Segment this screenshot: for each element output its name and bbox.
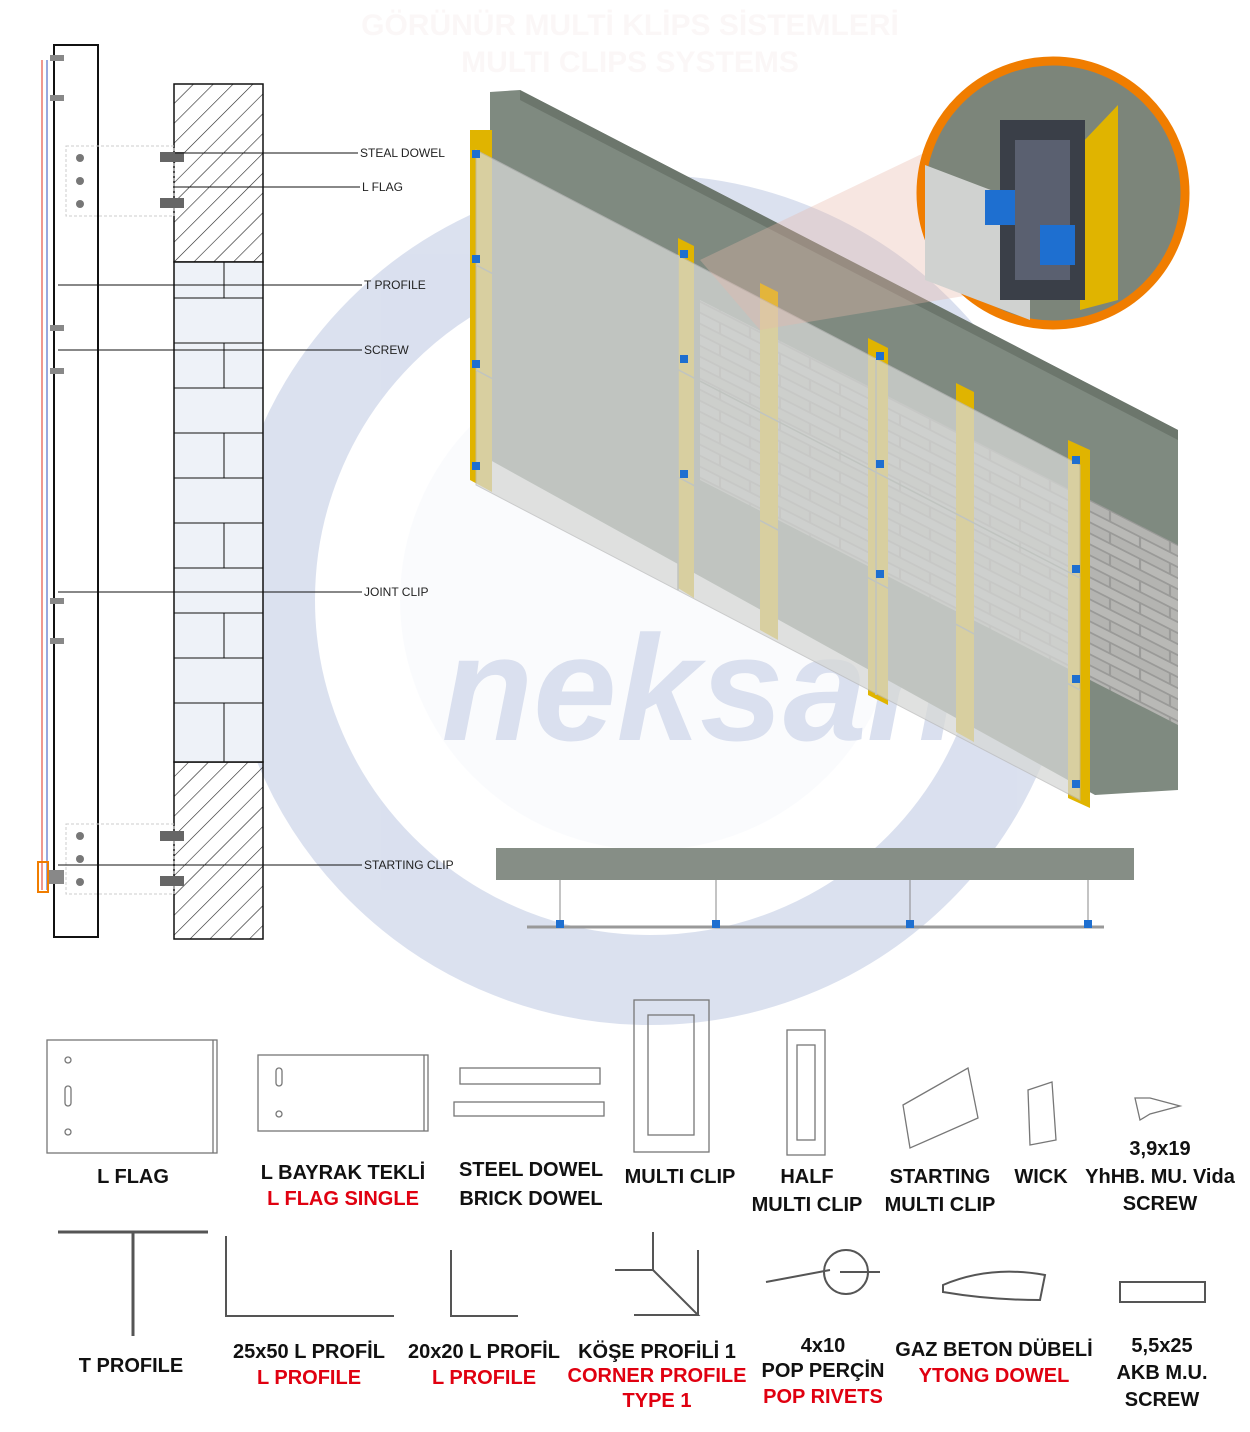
- part-label-en: L FLAG SINGLE: [267, 1188, 419, 1210]
- parts-row1-drawings: [46, 999, 1183, 1156]
- t-profile-drawing: [58, 1230, 208, 1336]
- part-label: STEEL DOWEL: [459, 1159, 603, 1181]
- horizontal-section-render: [496, 848, 1134, 929]
- label-screw: SCREW: [364, 343, 409, 357]
- part-label: 25x50 L PROFİL: [233, 1340, 385, 1363]
- part-label: SCREW: [1123, 1193, 1198, 1215]
- wick-drawing: [1027, 1081, 1057, 1146]
- part-label: STARTING: [890, 1166, 991, 1188]
- parts-row2-drawings: [58, 1230, 1206, 1336]
- label-starting-clip: STARTING CLIP: [364, 858, 454, 872]
- starting-multi-clip-drawing: [902, 1066, 979, 1149]
- part-label: 5,5x25: [1131, 1335, 1192, 1357]
- part-label: SCREW: [1125, 1389, 1200, 1411]
- part-label: T PROFILE: [79, 1355, 183, 1377]
- label-joint-clip: JOINT CLIP: [364, 585, 428, 599]
- part-label: MULTI CLIP: [625, 1166, 736, 1188]
- part-label-en: POP RIVETS: [763, 1386, 883, 1408]
- part-label: L BAYRAK TEKLİ: [261, 1161, 425, 1184]
- l-flag-drawing: [46, 1039, 218, 1154]
- part-label-en: CORNER PROFILE: [568, 1365, 747, 1387]
- vertical-section-drawing: STEAL DOWEL L FLAG T PROFILE SCREW JOINT…: [37, 44, 454, 940]
- parts-row1-labels: L FLAG L BAYRAK TEKLİ L FLAG SINGLE STEE…: [97, 1138, 1236, 1216]
- part-label: AKB M.U.: [1116, 1362, 1207, 1384]
- part-label-en: TYPE 1: [623, 1390, 692, 1412]
- l-profile-20x20-drawing: [450, 1250, 518, 1317]
- pop-rivet-drawing: [765, 1269, 880, 1283]
- detail-zoom-inset: [700, 56, 1190, 330]
- label-steal-dowel: STEAL DOWEL: [360, 146, 445, 160]
- part-label: HALF: [780, 1166, 833, 1188]
- title-line1: GÖRÜNÜR MULTİ KLİPS SİSTEMLERİ: [361, 9, 899, 42]
- part-label: YhHB. MU. Vida: [1085, 1166, 1236, 1188]
- l-flag-single-drawing: [257, 1054, 429, 1132]
- part-label: GAZ BETON DÜBELİ: [895, 1338, 1092, 1361]
- title-line2: MULTI CLIPS SYSTEMS: [461, 46, 799, 79]
- facade-3d-render: [470, 90, 1178, 808]
- corner-profile-drawing: [615, 1232, 701, 1316]
- brick-dowel-drawing: [453, 1101, 605, 1117]
- half-multi-clip-drawing: [786, 1029, 826, 1156]
- label-l-flag: L FLAG: [362, 180, 403, 194]
- part-label: POP PERÇİN: [762, 1359, 885, 1382]
- part-label: WICK: [1014, 1166, 1068, 1188]
- ytong-dowel-drawing: [942, 1270, 1047, 1302]
- part-label-en: YTONG DOWEL: [919, 1365, 1070, 1387]
- multi-clip-drawing: [633, 999, 710, 1153]
- label-t-profile: T PROFILE: [364, 278, 426, 292]
- part-label-en: L PROFILE: [432, 1367, 536, 1389]
- screw-39x19-drawing: [1134, 1097, 1183, 1122]
- part-label: MULTI CLIP: [885, 1194, 996, 1216]
- part-label: BRICK DOWEL: [459, 1188, 602, 1210]
- part-label: 4x10: [801, 1335, 846, 1357]
- part-label: 3,9x19: [1129, 1138, 1190, 1160]
- part-label: MULTI CLIP: [752, 1194, 863, 1216]
- screw-55x25-drawing: [1119, 1281, 1206, 1303]
- part-label-en: L PROFILE: [257, 1367, 361, 1389]
- part-label: KÖŞE PROFİLİ 1: [578, 1340, 736, 1363]
- part-label: L FLAG: [97, 1166, 169, 1188]
- parts-row2-labels: T PROFILE 25x50 L PROFİL L PROFILE 20x20…: [79, 1335, 1208, 1412]
- steel-dowel-drawing: [459, 1067, 601, 1085]
- part-label: 20x20 L PROFİL: [408, 1340, 560, 1363]
- l-profile-25x50-drawing: [225, 1236, 394, 1317]
